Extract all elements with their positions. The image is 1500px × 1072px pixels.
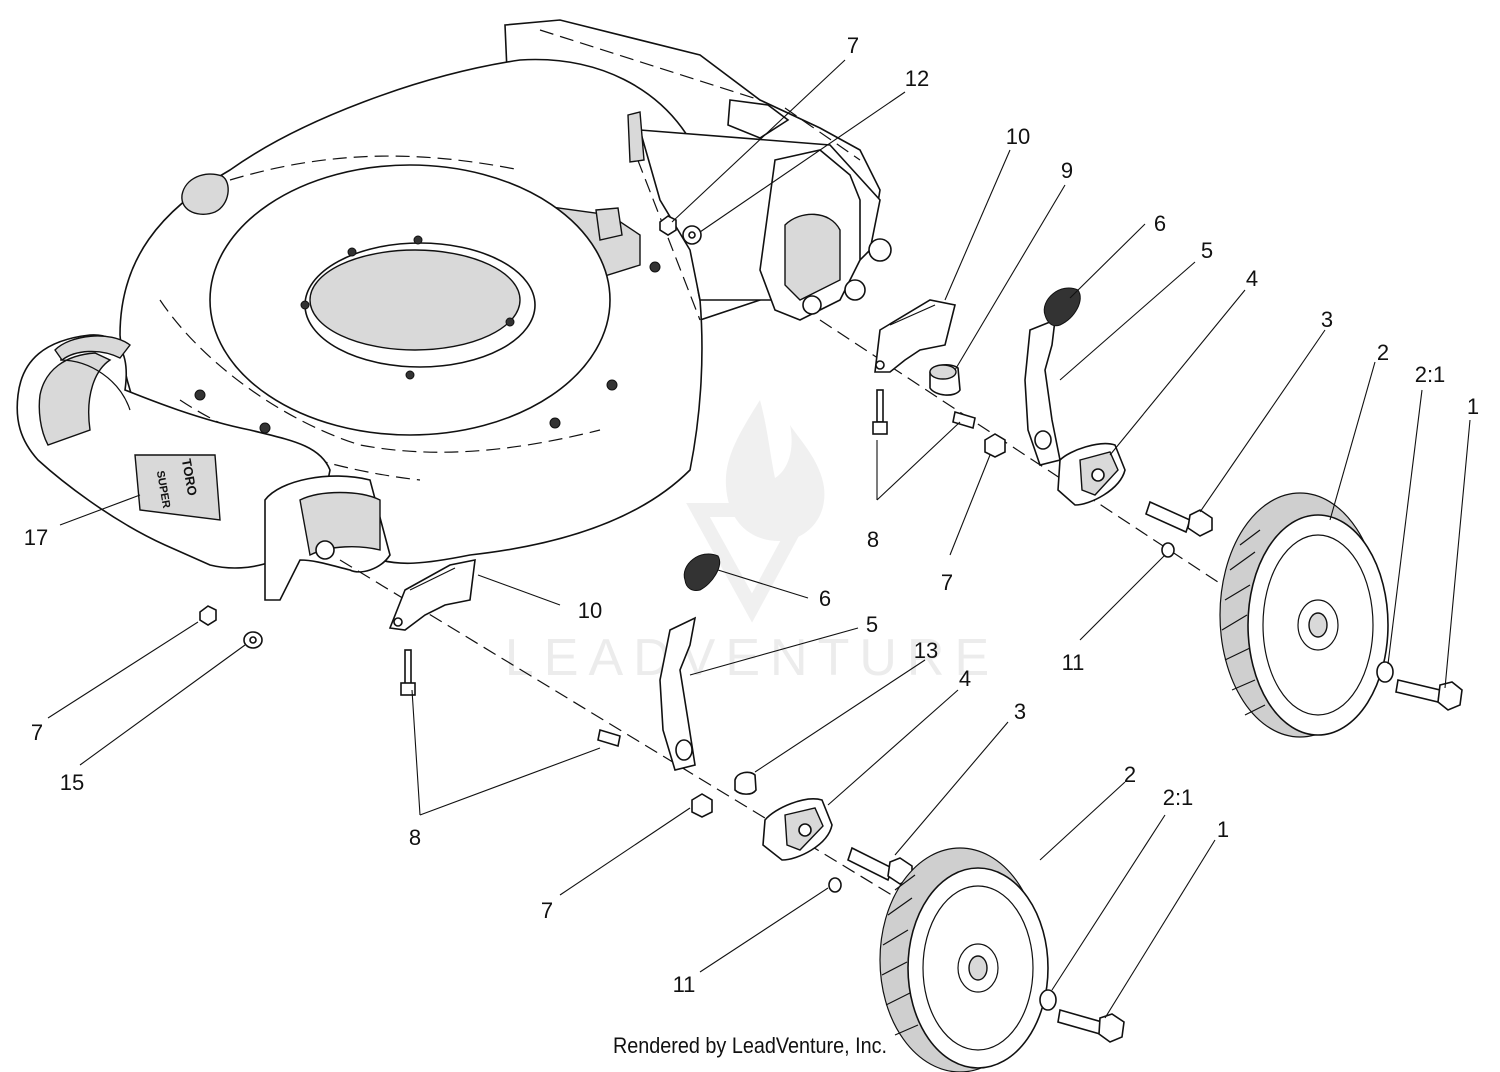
callout-10: 10 (578, 598, 602, 623)
callout-2: 2 (1377, 340, 1389, 365)
callout-2: 2 (1124, 762, 1136, 787)
deck-bolts (194, 235, 661, 434)
footer-credit: Rendered by LeadVenture, Inc. (612, 1033, 888, 1058)
callout-5: 5 (866, 612, 878, 637)
callout-11: 11 (1062, 650, 1085, 675)
front-wheel (879, 847, 1125, 1072)
callouts: 7 12 10 9 6 5 4 3 2 2:1 1 8 7 11 17 10 6… (24, 33, 1479, 997)
callout-2-1: 2:1 (1415, 362, 1446, 387)
leader-lines (47, 59, 1471, 1019)
callout-15: 15 (60, 770, 84, 795)
callout-17: 17 (24, 525, 48, 550)
callout-9: 9 (1061, 158, 1073, 183)
callout-12: 12 (905, 66, 929, 91)
callout-13: 13 (914, 638, 938, 663)
callout-7: 7 (31, 720, 43, 745)
watermark-logo (686, 400, 825, 623)
deck-logo: TORO (179, 458, 200, 497)
front-left-hardware (199, 605, 263, 649)
callout-4: 4 (1246, 266, 1258, 291)
callout-6: 6 (819, 586, 831, 611)
callout-11: 11 (673, 972, 696, 997)
callout-8: 8 (409, 825, 421, 850)
callout-5: 5 (1201, 238, 1213, 263)
callout-7: 7 (847, 33, 859, 58)
callout-10: 10 (1006, 124, 1030, 149)
callout-4: 4 (959, 666, 971, 691)
mower-deck: TORO SUPER (16, 19, 892, 601)
callout-6: 6 (1154, 211, 1166, 236)
callout-7: 7 (941, 570, 953, 595)
callout-7: 7 (541, 898, 553, 923)
callout-8: 8 (867, 527, 879, 552)
watermark-text: LEADVENTURE (505, 629, 999, 687)
callout-1: 1 (1217, 817, 1229, 842)
rear-hardware (659, 215, 702, 245)
rear-wheel (1219, 492, 1463, 738)
callout-1: 1 (1467, 394, 1479, 419)
rear-height-adjuster (819, 287, 1231, 591)
callout-2-1: 2:1 (1163, 785, 1194, 810)
callout-3: 3 (1321, 307, 1333, 332)
callout-3: 3 (1014, 699, 1026, 724)
front-height-adjuster (339, 553, 913, 901)
